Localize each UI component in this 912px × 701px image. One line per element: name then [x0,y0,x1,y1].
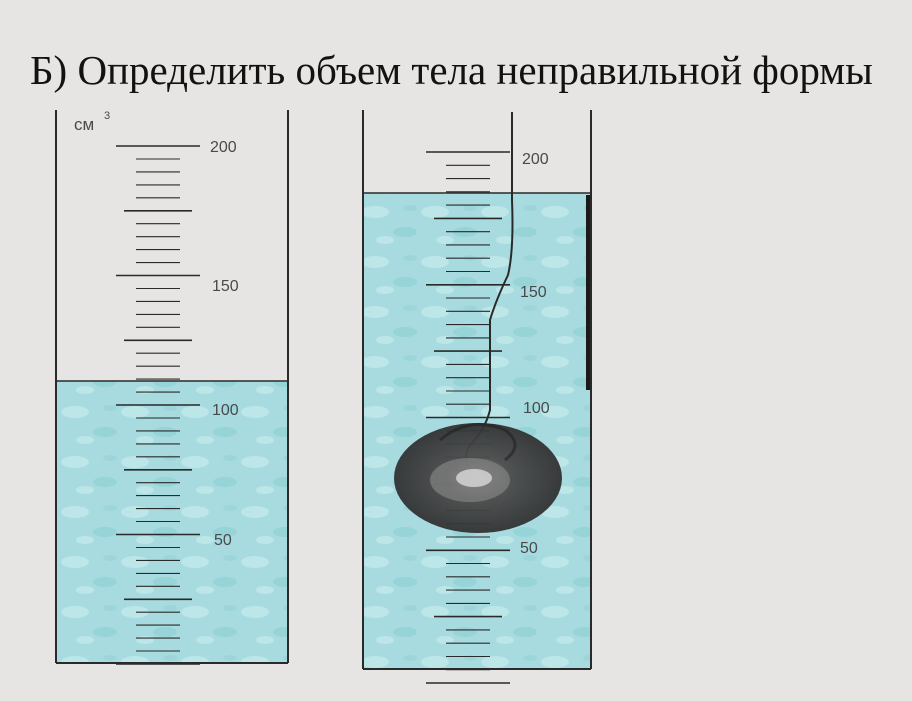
scale-label-150-right: 150 [520,284,547,301]
scale-label-100-right: 100 [523,400,550,417]
irregular-body [394,422,562,533]
cylinder-left-scale [116,145,200,665]
unit-power: 3 [104,110,110,122]
scale-label-200-right: 200 [522,151,549,168]
cylinder-left: см 3 200 150 100 50 [55,110,289,665]
scale-label-50-right: 50 [520,540,538,557]
page-title: Б) Определить объем тела неправильной фо… [30,47,873,93]
scale-label-50-left: 50 [214,532,232,549]
scale-label-150-left: 150 [212,278,239,295]
scale-label-200-left: 200 [210,139,237,156]
scale-label-100-left: 100 [212,402,239,419]
cylinder-right: 200 150 100 50 [362,110,592,684]
unit-label: см [74,115,94,134]
